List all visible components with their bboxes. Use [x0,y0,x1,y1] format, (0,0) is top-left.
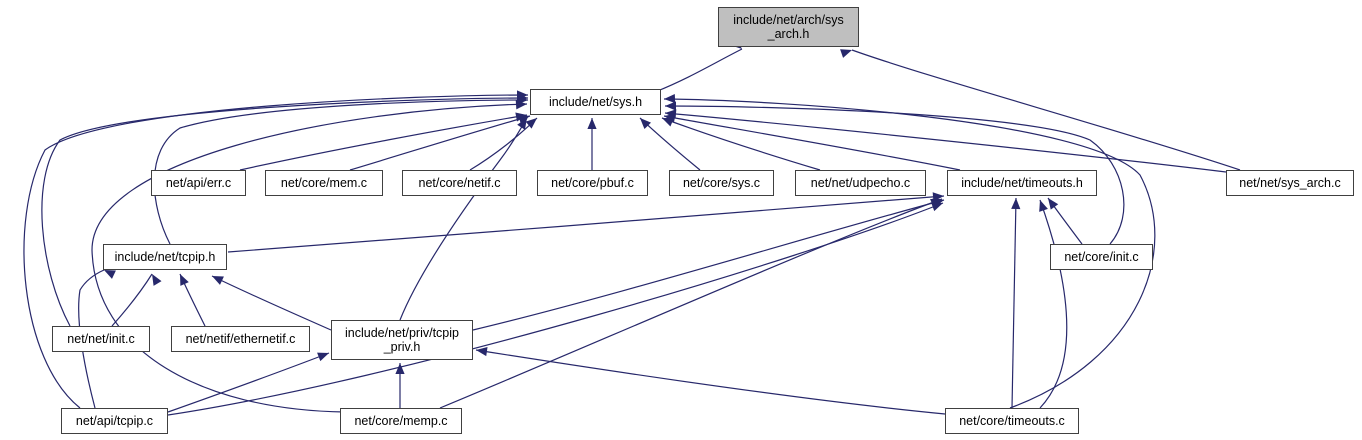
graph-node-label: include/net/arch/sys _arch.h [733,13,844,41]
graph-edge [472,199,945,331]
graph-node-label: net/net/sys_arch.c [1239,176,1341,190]
graph-node-netinit-c[interactable]: net/net/init.c [52,326,150,352]
graph-edge-arrowhead [515,100,527,110]
graph-edge-arrowhead [1011,198,1021,210]
graph-edge-arrowhead [1048,198,1059,210]
graph-edge-arrowhead [665,109,677,119]
graph-edge [851,49,1241,171]
graph-node-sys-arch-h[interactable]: include/net/arch/sys _arch.h [718,7,859,47]
graph-edge-arrowhead [212,276,224,285]
graph-edge [167,352,330,413]
graph-node-sys-c[interactable]: net/core/sys.c [669,170,774,196]
graph-node-api-tcpip-c[interactable]: net/api/tcpip.c [61,408,168,434]
graph-node-init-core-c[interactable]: net/core/init.c [1050,244,1153,270]
graph-node-label: include/net/tcpip.h [114,250,216,264]
graph-edge-arrowhead [518,114,530,124]
graph-node-mem-c[interactable]: net/core/mem.c [265,170,383,196]
graph-edge-arrowhead [525,118,537,129]
graph-edge-arrowhead [640,118,651,130]
graph-edge [1039,199,1068,409]
graph-node-pbuf-c[interactable]: net/core/pbuf.c [537,170,648,196]
graph-node-netsysarch-c[interactable]: net/net/sys_arch.c [1226,170,1354,196]
graph-node-label: net/net/init.c [67,332,135,346]
graph-edge [91,103,528,413]
graph-node-label: include/net/timeouts.h [961,176,1083,190]
graph-node-label: net/api/err.c [165,176,232,190]
graph-edge [654,48,743,93]
graph-edge [1011,197,1017,409]
graph-edge [661,117,821,171]
graph-edge-arrowhead [587,118,597,129]
graph-edge [227,195,945,253]
graph-edge [349,115,531,171]
graph-edge-arrowhead [395,363,405,374]
graph-node-label: net/core/init.c [1064,250,1139,264]
graph-edge [663,115,961,171]
graph-node-timeouts-h[interactable]: include/net/timeouts.h [947,170,1097,196]
graph-edge-arrowhead [1039,200,1048,212]
graph-node-label: net/core/memp.c [354,414,448,428]
graph-edge-arrowhead [476,347,488,357]
graph-edge [469,117,538,171]
graph-node-netif-c[interactable]: net/core/netif.c [402,170,517,196]
graph-node-tcpip-priv-h[interactable]: include/net/priv/tcpip _priv.h [331,320,473,360]
graph-node-label: net/netif/ethernetif.c [185,332,296,346]
graph-node-ethernetif-c[interactable]: net/netif/ethernetif.c [171,326,310,352]
graph-node-sys-h[interactable]: include/net/sys.h [530,89,661,115]
graph-edge-arrowhead [104,270,116,279]
graph-node-label: net/net/udpecho.c [810,176,911,190]
graph-edge-arrowhead [664,93,676,104]
graph-edge [167,202,944,416]
graph-node-label: include/net/priv/tcpip _priv.h [345,326,459,354]
graph-node-timeouts-c[interactable]: net/core/timeouts.c [945,408,1079,434]
graph-node-label: net/core/mem.c [280,176,368,190]
graph-edge-arrowhead [317,352,329,362]
graph-edge [23,94,529,409]
graph-edge [399,117,528,321]
graph-node-label: net/core/pbuf.c [551,176,634,190]
graph-edge [78,269,105,409]
graph-node-label: include/net/sys.h [548,95,643,109]
graph-node-memp-c[interactable]: net/core/memp.c [340,408,462,434]
graph-edge [41,97,529,327]
graph-edge [475,349,946,415]
graph-edge [663,98,1156,409]
graph-edge-arrowhead [180,274,189,286]
graph-edge-arrowhead [931,202,943,212]
graph-edge [239,114,528,171]
graph-edge-arrowhead [840,49,852,58]
graph-edge-arrowhead [517,118,527,130]
graph-node-label: net/core/timeouts.c [959,414,1065,428]
graph-node-label: net/core/sys.c [682,176,761,190]
graph-node-udpecho-c[interactable]: net/net/udpecho.c [795,170,926,196]
graph-edge-arrowhead [152,274,162,286]
graph-node-label: net/api/tcpip.c [75,414,154,428]
graph-node-tcpip-h[interactable]: include/net/tcpip.h [103,244,227,270]
graph-edge-arrowhead [517,90,528,100]
graph-edge-arrowhead [665,101,677,111]
graph-node-err-c[interactable]: net/api/err.c [151,170,246,196]
graph-edge [664,105,1125,245]
graph-edge [111,273,153,327]
graph-node-label: net/core/netif.c [418,176,501,190]
graph-edge [439,198,943,409]
graph-edge [664,112,1227,173]
graph-edge [211,275,332,331]
